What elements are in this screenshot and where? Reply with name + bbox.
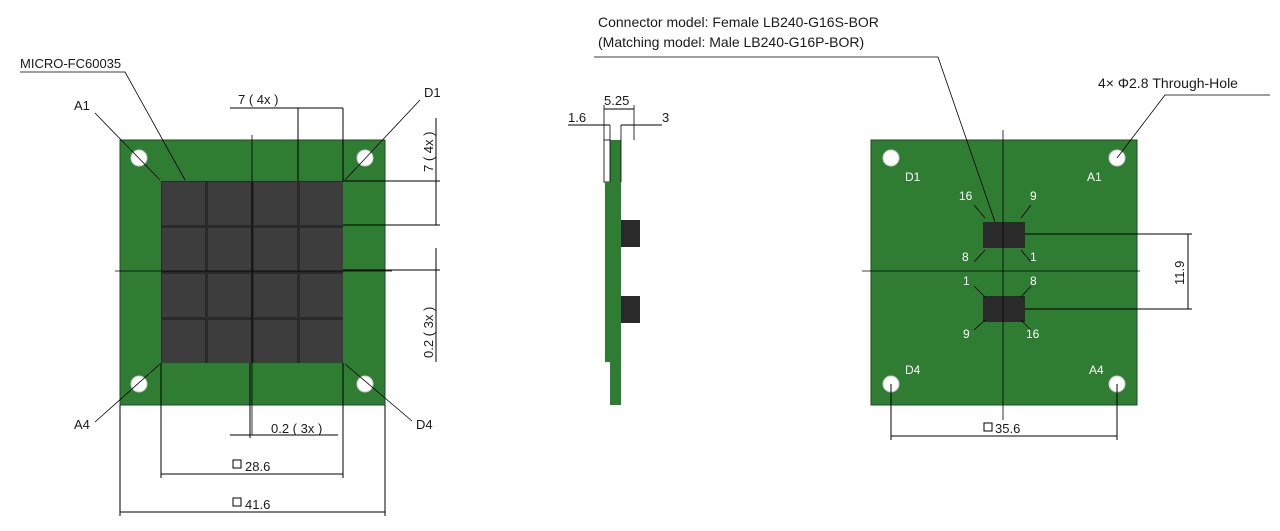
dim-side-left: 1.6 bbox=[568, 110, 586, 125]
dim-gap-h: 0.2 ( 3x ) bbox=[271, 421, 322, 436]
corner-label-d1: D1 bbox=[424, 85, 441, 100]
sensor-cell bbox=[254, 320, 297, 363]
hole-note: 4× Φ2.8 Through-Hole bbox=[1098, 75, 1238, 91]
dim-pitch-v: 7 ( 4x ) bbox=[421, 132, 436, 172]
sensor-cell bbox=[254, 182, 297, 225]
side-view: 5.25 1.6 3 bbox=[568, 93, 669, 405]
sensor-cell bbox=[162, 228, 205, 271]
side-pcb bbox=[610, 140, 621, 405]
back-corner-d1: D1 bbox=[905, 170, 921, 184]
sensor-cell bbox=[300, 182, 343, 225]
pin-label: 16 bbox=[959, 189, 973, 203]
dim-side-right: 3 bbox=[662, 110, 669, 125]
back-corner-a4: A4 bbox=[1089, 363, 1104, 377]
pin-label: 1 bbox=[963, 274, 970, 288]
sensor-cell bbox=[208, 228, 251, 271]
dim-back-board-width: 35.6 bbox=[995, 421, 1020, 436]
side-component-strip bbox=[605, 182, 610, 362]
dim-array-width: 28.6 bbox=[245, 459, 270, 474]
dim-pitch-h: 7 ( 4x ) bbox=[238, 92, 278, 107]
pin-label: 9 bbox=[1030, 189, 1037, 203]
back-corner-a1: A1 bbox=[1087, 170, 1102, 184]
corner-label-d4: D4 bbox=[416, 417, 433, 432]
back-corner-d4: D4 bbox=[905, 363, 921, 377]
sensor-cell bbox=[162, 274, 205, 317]
corner-label-a4: A4 bbox=[74, 417, 90, 432]
back-pcb bbox=[870, 139, 1138, 406]
side-component-top bbox=[603, 139, 611, 183]
dim-board-width: 41.6 bbox=[245, 497, 270, 512]
sensor-cell bbox=[300, 320, 343, 363]
sensor-cell bbox=[254, 228, 297, 271]
sensor-cell bbox=[162, 320, 205, 363]
sensor-cell bbox=[300, 228, 343, 271]
dim-gap-v: 0.2 ( 3x ) bbox=[421, 307, 436, 358]
sensor-cell bbox=[254, 274, 297, 317]
front-hole-a4 bbox=[130, 375, 148, 393]
sensor-cell bbox=[208, 274, 251, 317]
pin-label: 1 bbox=[1030, 250, 1037, 264]
sensor-cell bbox=[300, 274, 343, 317]
dim-connector-spacing: 11.9 bbox=[1172, 261, 1187, 285]
connector-model-line2: (Matching model: Male LB240-G16P-BOR) bbox=[598, 34, 864, 50]
connector-model-line1: Connector model: Female LB240-G16S-BOR bbox=[598, 14, 879, 30]
sensor-array bbox=[161, 181, 343, 363]
pin-label: 8 bbox=[1030, 274, 1037, 288]
connector-bottom bbox=[983, 296, 1025, 322]
corner-label-a1: A1 bbox=[74, 98, 90, 113]
back-hole-d1 bbox=[882, 149, 900, 167]
sensor-cell bbox=[208, 182, 251, 225]
dim-side-total: 5.25 bbox=[604, 93, 629, 108]
pin-label: 9 bbox=[963, 327, 970, 341]
pin-label: 8 bbox=[962, 250, 969, 264]
front-hole-d4 bbox=[356, 375, 374, 393]
sensor-cell bbox=[162, 182, 205, 225]
connector-top bbox=[983, 222, 1025, 248]
pin-label: 16 bbox=[1026, 327, 1040, 341]
side-connector-top bbox=[621, 220, 640, 247]
back-view: Connector model: Female LB240-G16S-BOR (… bbox=[594, 14, 1270, 440]
sensor-cell bbox=[208, 320, 251, 363]
part-label: MICRO-FC60035 bbox=[20, 56, 121, 71]
side-connector-bottom bbox=[621, 296, 640, 323]
front-view: MICRO-FC60035 A1 D1 A4 D4 7 ( 4x ) 7 ( 4… bbox=[20, 56, 441, 516]
